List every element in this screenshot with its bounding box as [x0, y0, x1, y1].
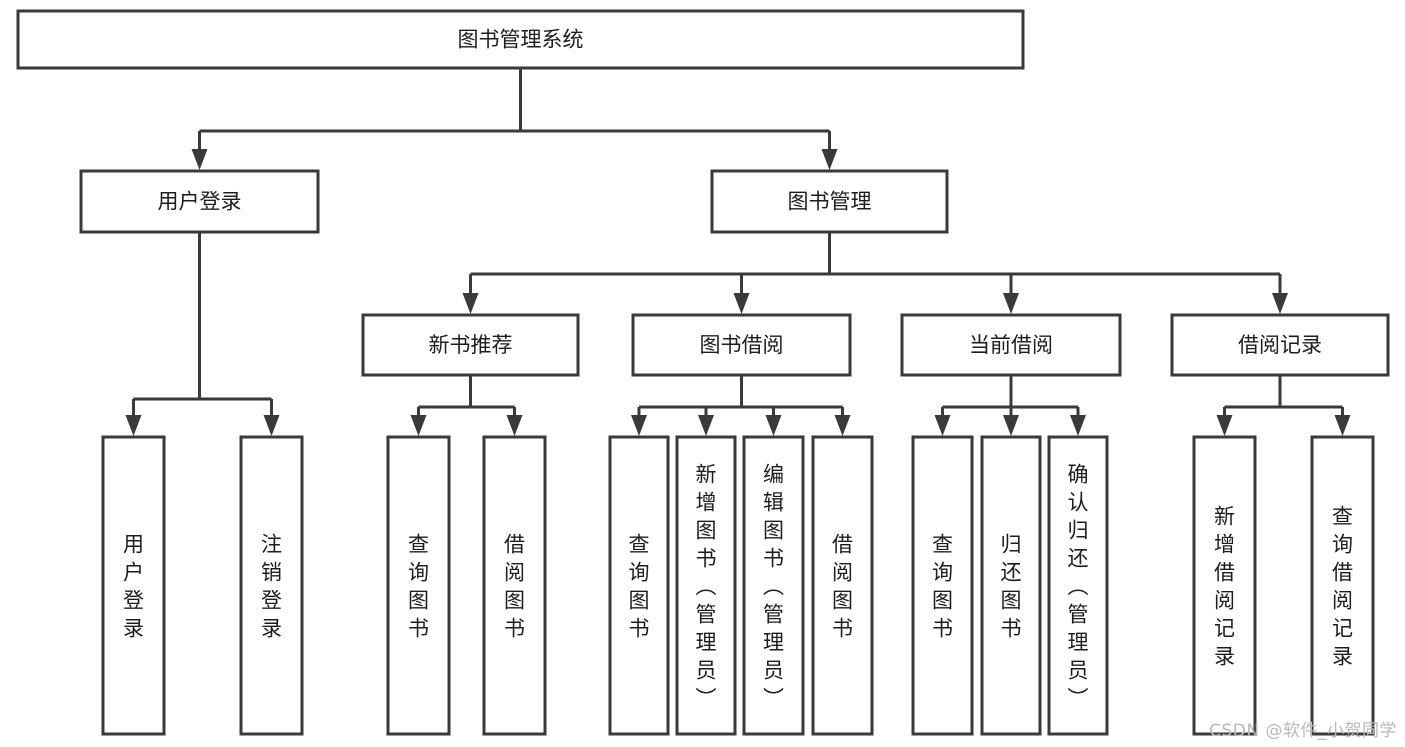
node-box[interactable]: [239, 435, 304, 736]
connector-group: [934, 375, 1086, 436]
node-box[interactable]: [811, 435, 874, 736]
node-label: 借阅图书: [832, 532, 853, 640]
node-leaf-borrow-book-rec[interactable]: 借阅图书: [482, 435, 547, 736]
node-label: 查询借阅记录: [1332, 504, 1353, 668]
node-label: 编辑图书︵管理员︶: [763, 462, 784, 710]
node-box[interactable]: [742, 435, 805, 736]
node-box[interactable]: [386, 435, 451, 736]
node-leaf-user-logout[interactable]: 注销登录: [239, 435, 304, 736]
node-leaf-return-book[interactable]: 归还图书: [980, 435, 1042, 736]
node-label: 当前借阅: [969, 333, 1053, 357]
arrow-head-icon: [1003, 415, 1019, 436]
node-leaf-query-book-cb[interactable]: 查询图书: [911, 435, 974, 736]
node-user-login[interactable]: 用户登录: [79, 169, 320, 234]
node-leaf-borrow-book-bb[interactable]: 借阅图书: [811, 435, 874, 736]
node-label: 借阅记录: [1238, 333, 1322, 357]
node-box[interactable]: [710, 169, 949, 234]
node-book-manage[interactable]: 图书管理: [710, 169, 949, 234]
node-root[interactable]: 图书管理系统: [16, 9, 1025, 70]
node-label: 用户登录: [123, 532, 144, 640]
node-layer: 图书管理系统用户登录图书管理新书推荐图书借阅当前借阅借阅记录用户登录注销登录查询…: [16, 9, 1390, 736]
arrow-head-icon: [698, 415, 714, 436]
node-label: 图书管理: [788, 190, 872, 214]
node-leaf-confirm-return[interactable]: 确认归还︵管理员︶: [1047, 435, 1109, 736]
arrow-head-icon: [125, 415, 142, 436]
node-label: 查询图书: [932, 532, 953, 640]
connector-group: [462, 232, 1288, 314]
arrow-head-icon: [1216, 415, 1233, 436]
node-borrow-record[interactable]: 借阅记录: [1170, 313, 1390, 377]
arrow-head-icon: [1070, 415, 1086, 436]
node-leaf-query-record[interactable]: 查询借阅记录: [1310, 435, 1375, 736]
arrow-head-icon: [1334, 415, 1351, 436]
node-leaf-query-book-rec[interactable]: 查询图书: [386, 435, 451, 736]
connector-group: [125, 232, 280, 436]
node-box[interactable]: [16, 9, 1025, 70]
node-box[interactable]: [79, 169, 320, 234]
node-leaf-query-book-bb[interactable]: 查询图书: [608, 435, 670, 736]
connector-group: [1216, 375, 1351, 436]
node-label: 查询图书: [408, 532, 429, 640]
node-box[interactable]: [1192, 435, 1257, 736]
node-box[interactable]: [1170, 313, 1390, 377]
node-leaf-edit-book[interactable]: 编辑图书︵管理员︶: [742, 435, 805, 736]
node-current-borrow[interactable]: 当前借阅: [900, 313, 1122, 377]
node-box[interactable]: [675, 435, 737, 736]
node-box[interactable]: [1310, 435, 1375, 736]
arrow-head-icon: [631, 415, 647, 436]
node-box[interactable]: [900, 313, 1122, 377]
arrow-head-icon: [733, 293, 750, 314]
arrow-head-icon: [765, 415, 782, 436]
node-box[interactable]: [911, 435, 974, 736]
node-leaf-add-book[interactable]: 新增图书︵管理员︶: [675, 435, 737, 736]
arrow-head-icon: [1003, 293, 1019, 314]
node-label: 归还图书: [1001, 532, 1022, 640]
arrow-head-icon: [263, 415, 280, 436]
node-label: 新增借阅记录: [1214, 504, 1235, 668]
node-box[interactable]: [631, 313, 852, 377]
node-label: 注销登录: [261, 532, 282, 640]
arrow-head-icon: [821, 149, 838, 170]
connector-group: [191, 68, 838, 170]
arrow-head-icon: [410, 415, 427, 436]
arrow-head-icon: [1272, 293, 1288, 314]
node-label: 新书推荐: [429, 333, 513, 357]
node-label: 借阅图书: [504, 532, 525, 640]
edge-layer: [125, 68, 1351, 436]
node-box[interactable]: [1047, 435, 1109, 736]
node-box[interactable]: [101, 435, 166, 736]
node-label: 图书借阅: [700, 333, 784, 357]
arrow-head-icon: [834, 415, 851, 436]
arrow-head-icon: [191, 149, 208, 170]
arrow-head-icon: [934, 415, 951, 436]
connector-group: [410, 375, 523, 436]
arrow-head-icon: [506, 415, 523, 436]
node-label: 用户登录: [158, 190, 242, 214]
node-box[interactable]: [482, 435, 547, 736]
node-book-borrow[interactable]: 图书借阅: [631, 313, 852, 377]
node-label: 图书管理系统: [458, 28, 584, 52]
arrow-head-icon: [462, 293, 479, 314]
node-label: 查询图书: [629, 532, 650, 640]
connector-group: [631, 375, 851, 436]
node-new-book-rec[interactable]: 新书推荐: [361, 313, 580, 377]
node-box[interactable]: [361, 313, 580, 377]
node-leaf-user-login[interactable]: 用户登录: [101, 435, 166, 736]
node-leaf-add-record[interactable]: 新增借阅记录: [1192, 435, 1257, 736]
node-label: 新增图书︵管理员︶: [696, 462, 717, 710]
node-label: 确认归还︵管理员︶: [1068, 462, 1089, 710]
node-box[interactable]: [608, 435, 670, 736]
node-box[interactable]: [980, 435, 1042, 736]
